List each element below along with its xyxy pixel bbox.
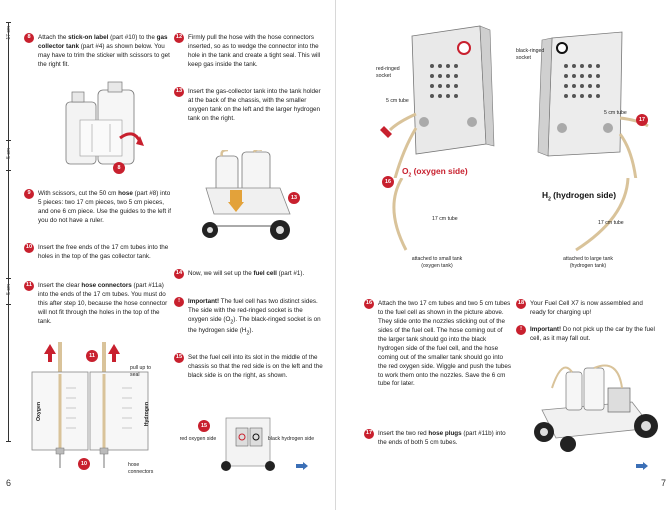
black-hydrogen-side-label: black hydrogen side: [268, 436, 315, 442]
right-page: red-ringed socket black-ringed socket 5 …: [336, 0, 672, 510]
step-number: 15: [174, 353, 184, 363]
red-ringed-socket-label: red-ringed socket: [376, 66, 400, 79]
ruler-label-5cm: 5 cm: [6, 148, 12, 159]
gas-collector-tank-illustration: [65, 81, 144, 165]
tank-cross-section-illustration: [31, 342, 149, 468]
17cm-tube-right-label: 17 cm tube: [598, 220, 624, 226]
step-text: Important! The fuel cell has two distinc…: [188, 298, 321, 336]
step-text: Insert the free ends of the 17 cm tubes …: [38, 244, 169, 260]
warning-icon: !: [174, 297, 184, 307]
warning-icon: !: [516, 325, 526, 335]
step-text: Important! Do not pick up the car by the…: [530, 326, 655, 342]
step-text: Attach the stick-on label (part #10) to …: [38, 34, 170, 68]
step-number: 12: [174, 33, 184, 43]
attached-large-tank-label: attached to large tank (hydrogen tank): [563, 256, 613, 269]
tubes-lower-illustration: [392, 178, 630, 252]
step-text: Insert the clear hose connectors (part #…: [38, 282, 168, 325]
page-number-left: 6: [6, 478, 12, 488]
step-number: 10: [24, 243, 34, 253]
callout-13: 13: [288, 192, 300, 204]
red-oxygen-side-label: red oxygen side: [179, 436, 217, 442]
step-number: 18: [516, 299, 526, 309]
callout-17-right: 17: [636, 114, 648, 126]
fuel-cell-exploded-illustration: [380, 25, 649, 178]
oxygen-label: Oxygen: [36, 402, 42, 422]
hydrogen-label: Hydrogen: [144, 402, 150, 427]
step-text: Attach the two 17 cm tubes and two 5 cm …: [378, 300, 512, 388]
step-text: Now, we will set up the fuel cell (part …: [188, 270, 305, 277]
assembled-car-illustration: [534, 364, 658, 452]
step-number: 11: [24, 281, 34, 291]
fuel-cell-slot-illustration: [221, 417, 275, 471]
step-number: 8: [24, 33, 34, 43]
oxygen-side-label: O2 (oxygen side): [402, 166, 468, 179]
callout-16: 16: [382, 176, 394, 188]
step-text: With scissors, cut the 50 cm hose (part …: [38, 190, 172, 224]
step-number: 16: [364, 299, 374, 309]
step-text: Your Fuel Cell X7 is now assembled and r…: [530, 300, 643, 316]
next-page-arrow-icon[interactable]: [296, 462, 308, 470]
hose-connectors-label: hose connectors: [128, 462, 154, 475]
step-text: Insert the gas-collector tank into the t…: [188, 88, 321, 122]
cm-ruler: 17 cm 5 cm 5 cm: [6, 22, 14, 442]
step-number: 17: [364, 429, 374, 439]
callout-11: 11: [86, 350, 98, 362]
hydrogen-side-label: H2 (hydrogen side): [542, 190, 616, 203]
step-number: 13: [174, 87, 184, 97]
step-text: Insert the two red hose plugs (part #11b…: [378, 430, 506, 446]
ruler-label-17cm: 17 cm: [6, 26, 12, 40]
left-page: 17 cm 5 cm 5 cm 8 Attach the stick-on la…: [6, 0, 336, 510]
attached-small-tank-label: attached to small tank (oxygen tank): [411, 256, 463, 269]
callout-8: 8: [113, 162, 125, 174]
chassis-tank-illustration: [202, 150, 291, 240]
next-page-arrow-icon[interactable]: [636, 462, 648, 470]
step-text: Set the fuel cell into its slot in the m…: [188, 354, 323, 379]
5cm-tube-right-label: 5 cm tube: [604, 110, 627, 116]
black-ringed-socket-label: black-ringed socket: [516, 48, 545, 61]
callout-10: 10: [78, 458, 90, 470]
pull-up-label: pull up to seal: [130, 365, 152, 378]
17cm-tube-left-label: 17 cm tube: [432, 216, 458, 222]
ruler-label-5cm-lower: 5 cm: [6, 284, 12, 295]
callout-15: 15: [198, 420, 210, 432]
step-number: 14: [174, 269, 184, 279]
page-number-right: 7: [660, 478, 666, 488]
step-text: Firmly pull the hose with the hose conne…: [188, 34, 321, 68]
5cm-tube-left-label: 5 cm tube: [386, 98, 409, 104]
step-number: 9: [24, 189, 34, 199]
